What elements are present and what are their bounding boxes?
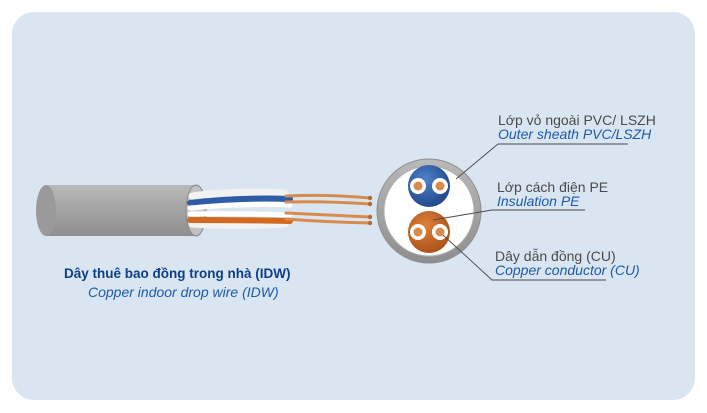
leader-conductor <box>442 234 606 281</box>
callout-insulation-vi: Lớp cách điện PE <box>497 179 609 195</box>
cable-cross-section <box>376 158 482 264</box>
leader-outer-sheath <box>455 143 628 180</box>
callout-outer-sheath-en: Outer sheath PVC/LSZH <box>498 126 652 142</box>
orange-pair <box>187 211 293 224</box>
callout-conductor-vi: Dây dẫn đồng (CU) <box>495 248 616 264</box>
cable-sheath <box>36 184 207 237</box>
caption-vi: Dây thuê bao đồng trong nhà (IDW) <box>64 266 291 281</box>
callout-insulation-en: Insulation PE <box>497 193 580 209</box>
caption-en: Copper indoor drop wire (IDW) <box>88 284 279 300</box>
leader-insulation <box>432 209 585 221</box>
copper-conductors <box>284 193 373 226</box>
callout-outer-sheath-vi: Lớp vỏ ngoài PVC/ LSZH <box>498 112 656 128</box>
callout-conductor-en: Copper conductor (CU) <box>495 262 640 278</box>
inner-strands <box>188 188 289 229</box>
blue-pair <box>187 195 293 211</box>
leader-lines <box>432 143 628 281</box>
